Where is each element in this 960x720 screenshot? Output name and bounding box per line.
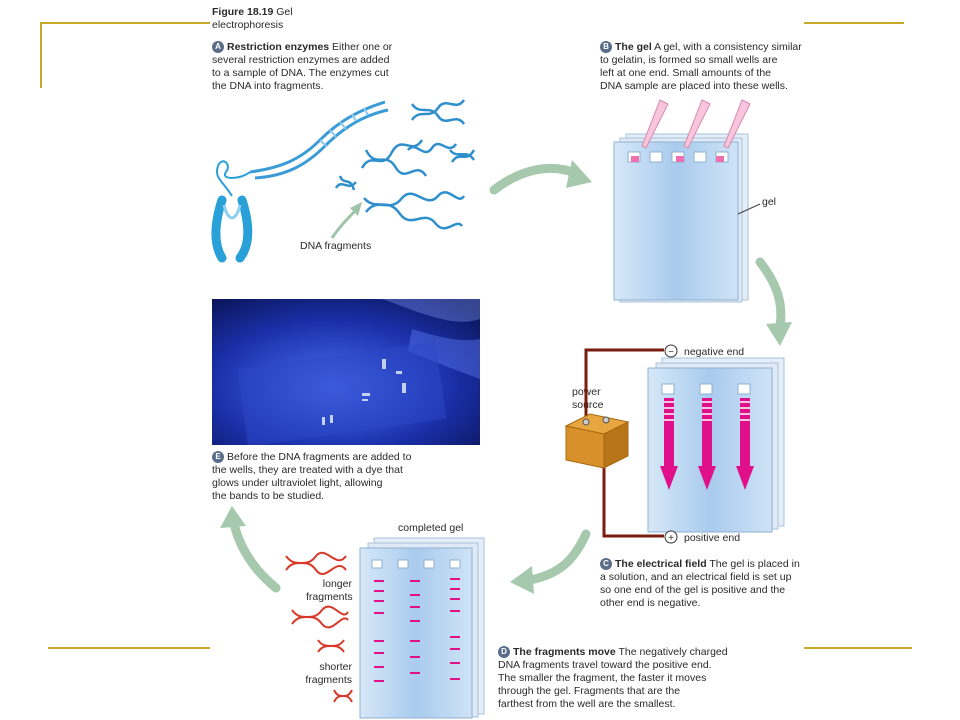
gold-rule-top-right — [804, 22, 904, 24]
flow-arrow-a-to-b-head — [566, 160, 592, 188]
flow-arrow-b-to-c-head — [766, 322, 792, 346]
gold-rule-top-left-v — [40, 22, 42, 88]
negative-terminal-icon — [664, 344, 678, 358]
step-d-line4: through the gel. Fragments that are the — [498, 685, 681, 697]
flow-arrow-c-to-d — [525, 529, 591, 585]
step-a-badge: A — [212, 41, 224, 53]
step-d-badge: D — [498, 646, 510, 658]
dna-fragments-label: DNA fragments — [300, 240, 372, 252]
shorter-line2: fragments — [305, 674, 352, 686]
completed-gel-bands — [374, 578, 460, 682]
step-a-line4: the DNA into fragments. — [212, 80, 324, 92]
figure-title: Figure 18.19 Gel electrophoresis — [212, 6, 322, 32]
gold-rule-bottom-left — [48, 647, 210, 649]
step-d-line3: The smaller the fragment, the faster it … — [498, 672, 707, 684]
figure-title-line1: Gel — [276, 6, 293, 18]
uv-gel-photo — [212, 299, 480, 445]
gold-rule-top-left-h — [40, 22, 210, 24]
red-dna-fragments-icon — [285, 551, 353, 703]
migration-arrows — [660, 398, 754, 490]
step-c-badge: C — [600, 558, 612, 570]
shorter-line1: shorter — [319, 661, 352, 673]
chromosome-icon — [211, 160, 253, 263]
step-b-line2: to gelatin, is formed so small wells are — [600, 54, 778, 66]
step-b-line1: A gel, with a consistency similar — [654, 41, 802, 53]
step-d-line5: farthest from the well are the smallest. — [498, 698, 676, 710]
step-b-line4: DNA sample are placed into these wells. — [600, 80, 788, 92]
power-source-line2: source — [572, 399, 604, 411]
longer-line2: fragments — [306, 591, 353, 603]
step-a-line1: Either one or — [332, 41, 393, 53]
wire-positive — [602, 444, 664, 538]
uv-gel-photo-art — [212, 299, 480, 445]
positive-terminal-sign: + — [668, 533, 674, 544]
positive-end-label: positive end — [684, 532, 741, 544]
step-e-line3: glows under ultraviolet light, allowing — [212, 477, 383, 489]
flow-arrow-d-to-e — [229, 519, 281, 593]
step-e-badge: E — [212, 451, 224, 463]
dna-fragments-icon — [334, 99, 476, 230]
longer-line1: longer — [322, 578, 352, 590]
negative-terminal-sign: − — [668, 347, 674, 358]
arrow-to-fragments-head — [350, 202, 362, 216]
arrow-to-fragments — [330, 206, 360, 239]
step-d-title: The fragments move — [513, 646, 616, 658]
step-e-line2: the wells, they are treated with a dye t… — [212, 464, 403, 476]
flow-arrow-b-to-c — [755, 257, 786, 331]
completed-gel-label: completed gel — [398, 522, 464, 534]
longer-fragments-label: longer fragments — [306, 578, 353, 604]
step-b-title: The gel — [615, 41, 652, 53]
step-c-line1: The gel is placed in — [709, 558, 800, 570]
step-e-line1: Before the DNA fragments are added to — [227, 451, 412, 463]
gold-rule-bottom-right — [804, 647, 912, 649]
power-source-box-icon — [564, 413, 630, 469]
step-b-badge: B — [600, 41, 612, 53]
step-a-title: Restriction enzymes — [227, 41, 330, 53]
flow-arrow-d-to-e-head — [220, 506, 246, 528]
step-d-line1: The negatively charged — [618, 646, 728, 658]
step-c-line4: other end is negative. — [600, 597, 701, 609]
step-d-line2: DNA fragments travel toward the positive… — [498, 659, 712, 671]
gel-label: gel — [762, 196, 777, 208]
gel-pointer-line — [737, 203, 761, 215]
gel-step-d — [359, 537, 485, 719]
wire-negative — [584, 348, 664, 420]
figure-title-line2: electrophoresis — [212, 19, 284, 31]
flow-arrow-a-to-b — [489, 163, 583, 195]
figure-number: Figure 18.19 — [212, 6, 274, 18]
step-c-title: The electrical field — [615, 558, 707, 570]
pipette-icon — [641, 99, 751, 149]
step-c-line3: so one end of the gel is positive and th… — [600, 584, 786, 596]
flow-arrow-c-to-d-head — [510, 566, 534, 594]
step-c-line2: a solution, and an electrical field is s… — [600, 571, 792, 583]
positive-terminal-icon — [664, 530, 678, 544]
dna-helix-long-icon — [249, 100, 389, 180]
gel-step-b — [613, 133, 749, 303]
step-b-line3: left at one end. Small amounts of the — [600, 67, 772, 79]
step-a-line3: to a sample of DNA. The enzymes cut — [212, 67, 389, 79]
negative-end-label: negative end — [684, 346, 745, 358]
step-a-line2: several restriction enzymes are added — [212, 54, 390, 66]
shorter-fragments-label: shorter fragments — [304, 661, 352, 687]
step-e-line4: the bands to be studied. — [212, 490, 325, 502]
